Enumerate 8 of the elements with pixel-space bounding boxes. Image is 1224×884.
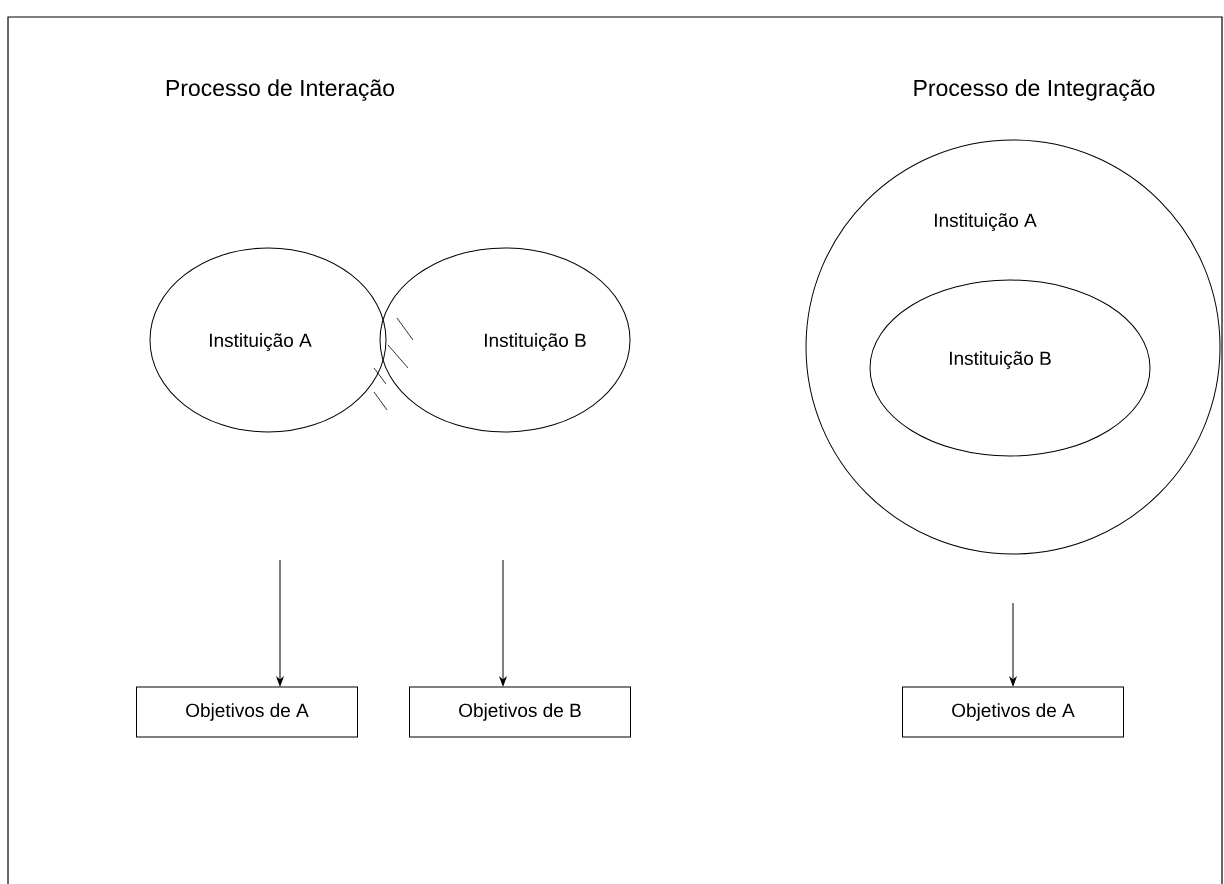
arrow [499,559,507,687]
objective-box: Objetivos de A [902,686,1124,738]
section-heading: Processo de Interação [166,79,395,101]
arrow [276,559,284,687]
objective-box: Objetivos de B [409,686,631,738]
objective-box: Objetivos de A [136,686,358,738]
arrow [1009,602,1017,687]
section-heading: Processo de Integração [914,79,1155,101]
